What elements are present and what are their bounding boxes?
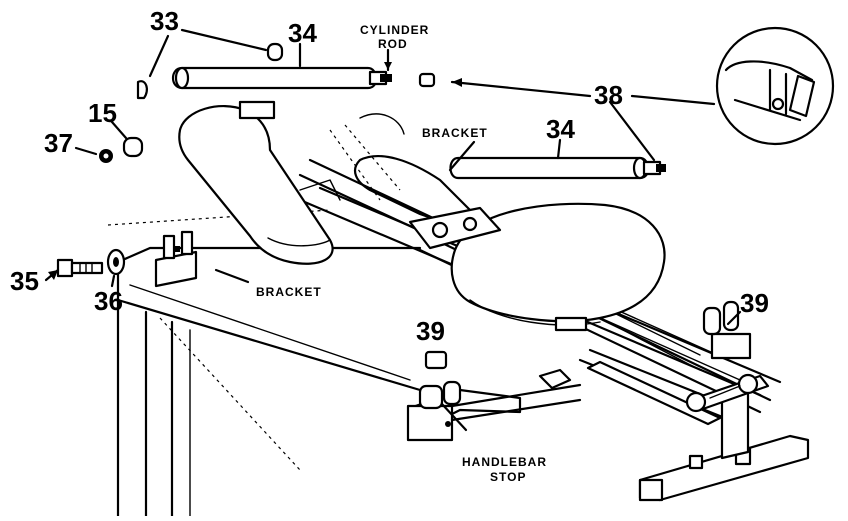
callout-33: 33 — [150, 6, 179, 36]
callout-numbers: 33 34 34 38 15 37 35 36 39 39 — [10, 6, 769, 346]
leader-handlebar-stop — [440, 402, 468, 432]
leader-lines — [44, 28, 742, 432]
detail-inset — [715, 26, 835, 146]
leader-33-top — [180, 28, 268, 52]
part-33-cap-left — [136, 80, 148, 100]
callout-39-right: 39 — [740, 288, 769, 318]
leader-38-right — [630, 94, 716, 106]
front-foot — [638, 373, 810, 502]
leader-38-down — [608, 100, 656, 162]
bench-table — [107, 209, 422, 518]
callout-34-top: 34 — [288, 18, 317, 48]
leader-15 — [110, 120, 128, 140]
leader-36 — [110, 274, 116, 288]
small-parts — [99, 42, 448, 370]
leader-39-right — [726, 310, 742, 326]
leader-33-left — [148, 34, 170, 78]
callout-15: 15 — [88, 98, 117, 128]
leader-34-right — [556, 138, 562, 160]
label-cylinder: CYLINDER — [360, 23, 429, 37]
callout-38: 38 — [594, 80, 623, 110]
label-bracket-top: BRACKET — [422, 126, 488, 140]
detail-circle — [715, 26, 835, 146]
label-bracket-left: BRACKET — [256, 285, 322, 299]
center-mechanism — [298, 113, 502, 250]
label-handlebar: HANDLEBAR — [462, 455, 547, 469]
part-15-cap — [122, 136, 144, 158]
callout-34-right: 34 — [546, 114, 575, 144]
label-rod: ROD — [378, 37, 408, 51]
part-35-bolt-head — [56, 258, 74, 278]
backrest-pad — [178, 100, 334, 265]
part-33-cap-top — [266, 42, 284, 62]
leader-38-left — [450, 80, 592, 98]
cylinder-34-top — [171, 66, 392, 90]
text-labels: CYLINDER ROD BRACKET BRACKET HANDLEBAR S… — [256, 23, 547, 484]
part-38-pin — [418, 72, 436, 88]
label-stop: STOP — [490, 470, 526, 484]
cylinder-34-right — [449, 156, 666, 180]
bolt-and-washer — [56, 248, 126, 278]
part-39-pad — [424, 350, 448, 370]
rear-foot — [406, 368, 582, 442]
leader-37 — [74, 146, 98, 156]
leader-bracket-top — [448, 140, 476, 172]
left-mount-bracket — [154, 230, 198, 288]
callout-39-mid: 39 — [416, 316, 445, 346]
callout-35: 35 — [10, 266, 39, 296]
part-35-bolt-shaft — [70, 261, 104, 275]
seat — [450, 202, 666, 332]
callout-36: 36 — [94, 286, 123, 316]
leader-bracket-left — [214, 268, 250, 284]
callout-37: 37 — [44, 128, 73, 158]
